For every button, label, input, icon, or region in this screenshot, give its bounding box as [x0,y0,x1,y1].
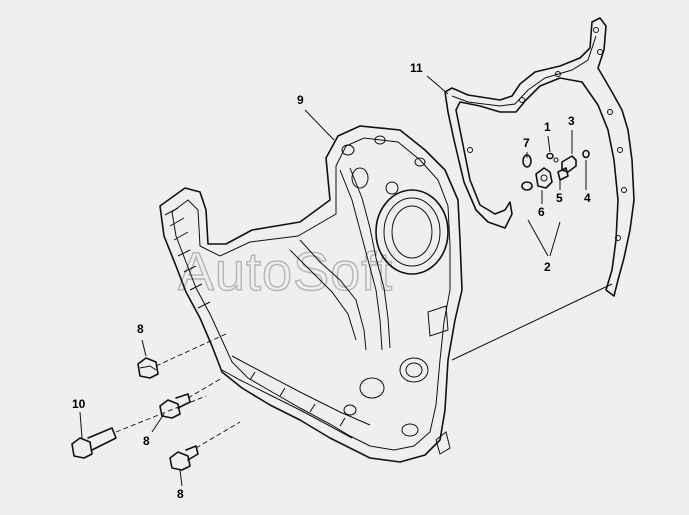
watermark: AutoSoft [178,242,393,302]
callout-9: 9 [297,93,304,107]
callout-11: 11 [410,61,423,75]
callout-4: 4 [584,191,591,205]
alignment-lines [115,283,613,449]
part-1 [546,152,554,160]
callout-6: 6 [538,205,545,219]
callout-7: 7 [523,136,530,150]
callout-1: 1 [544,120,551,134]
leader-lines [79,75,587,487]
callout-10: 10 [72,397,86,411]
o-ring [521,181,533,191]
callout-8-top: 8 [137,322,144,336]
gear-housing [159,125,463,463]
bolt-8b [159,393,191,419]
pump-components [521,149,590,191]
callout-5: 5 [556,191,563,205]
callout-8-bottom: 8 [177,487,184,501]
bolt-10 [71,427,117,459]
part-5 [557,167,569,181]
callout-3: 3 [568,114,575,128]
callout-2: 2 [544,260,551,274]
callout-8-middle: 8 [143,434,150,448]
gasket [444,17,635,297]
bolt-8c [169,445,199,471]
part-6 [535,167,553,189]
callouts: 9 11 1 3 7 5 4 6 2 8 8 8 10 [72,61,591,501]
part-4 [582,149,590,159]
bolt-8a [137,357,159,379]
